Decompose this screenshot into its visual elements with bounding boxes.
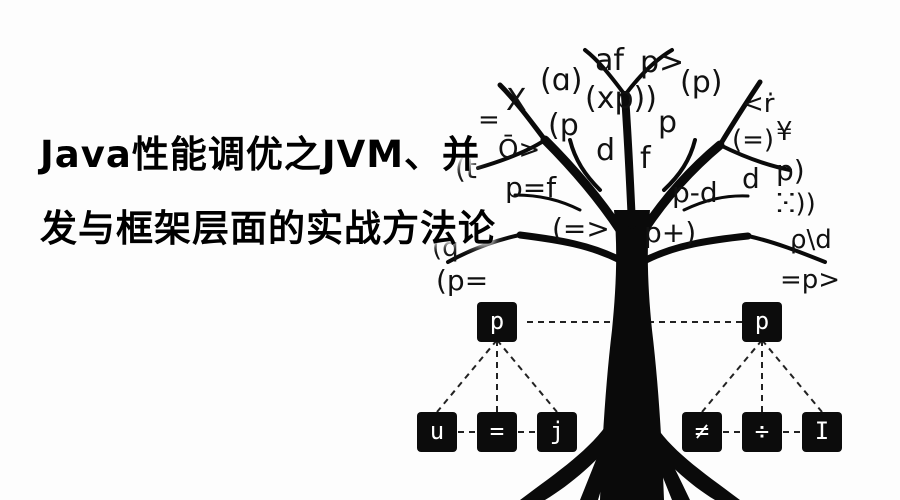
left-child-label-2: = <box>490 417 504 445</box>
canopy-symbol: Ō> <box>498 134 540 165</box>
left-child-node-1 <box>417 412 457 452</box>
left-child-label-3: j <box>550 417 564 445</box>
canopy-symbol: (q <box>432 233 459 263</box>
canopy-symbol: f <box>640 141 652 176</box>
right-diagram-group: p ≠ ÷ I <box>682 302 842 452</box>
left-child-node-3 <box>537 412 577 452</box>
right-child-node-2 <box>742 412 782 452</box>
canopy-symbol: ⵘ)) <box>776 189 816 219</box>
canopy-symbol: p) <box>776 154 805 187</box>
canopy-symbol: p=f <box>505 171 557 204</box>
canopy-symbol: (=> <box>552 212 610 245</box>
canopy-symbol: (p= <box>436 264 488 297</box>
left-child-label-1: u <box>430 417 444 445</box>
canopy-symbol: (p) <box>680 65 722 100</box>
tree-trunk <box>520 210 740 500</box>
canopy-symbol: (xp)) <box>585 81 657 116</box>
right-child-node-1 <box>682 412 722 452</box>
canopy-symbol: ¥ <box>776 117 793 147</box>
canopy-symbol: p+) <box>644 216 696 249</box>
left-root-node <box>477 302 517 342</box>
right-child-label-2: ÷ <box>755 417 769 445</box>
page-title: Java性能调优之JVM、并发与框架层面的实战方法论 <box>40 133 496 250</box>
canopy-symbol: p> <box>640 45 684 80</box>
canopy-symbol: p-d <box>672 176 718 209</box>
canopy-symbol: d <box>596 133 615 168</box>
canopy-symbol: =p> <box>780 265 840 295</box>
canopy-symbol: X <box>506 83 527 118</box>
canopy-symbol: af <box>595 43 625 78</box>
canopy-symbol: p <box>658 105 677 140</box>
canopy-symbol: (p <box>548 108 579 143</box>
diagram-connectors <box>436 321 823 433</box>
canopy-symbols: (ɑ) af p> (p) X (xp)) (p <ṙ p = Ō> d f (… <box>432 43 840 297</box>
canopy-symbol: <ṙ <box>742 89 775 119</box>
canopy-symbol: ρ\d <box>790 225 832 255</box>
canopy-symbol: (t <box>455 152 477 185</box>
left-diagram-group: p u = j <box>417 302 577 452</box>
right-root-node <box>742 302 782 342</box>
canopy-symbol: (=) <box>732 125 774 155</box>
tree-branches <box>446 48 827 264</box>
right-child-node-3 <box>802 412 842 452</box>
right-root-label: p <box>755 307 769 335</box>
canopy-symbol: (ɑ) <box>540 63 582 98</box>
right-child-label-1: ≠ <box>695 417 709 445</box>
canopy-symbol: = <box>478 105 500 135</box>
canopy-symbol: d <box>742 162 760 195</box>
right-child-label-3: I <box>815 417 829 445</box>
left-child-node-2 <box>477 412 517 452</box>
left-root-label: p <box>490 307 504 335</box>
